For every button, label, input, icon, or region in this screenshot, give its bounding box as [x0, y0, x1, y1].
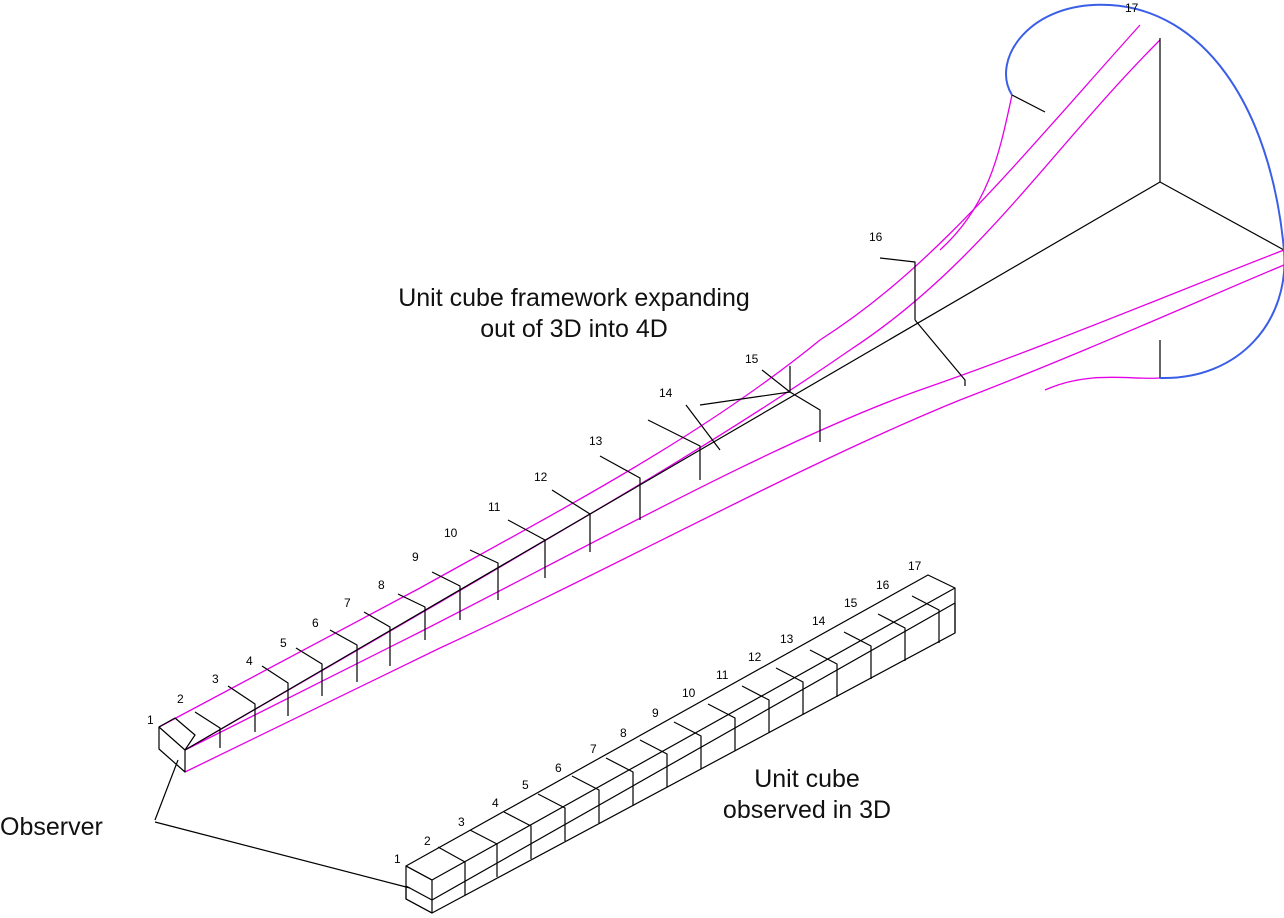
observed-label-3: 3 [458, 815, 465, 829]
first-cube-top [158, 717, 196, 751]
expanding-framework [158, 38, 1284, 773]
observer-line-lower [154, 821, 411, 889]
observed-label-5: 5 [522, 778, 529, 792]
observed-cube-row [405, 574, 956, 914]
expanding-label-6: 6 [312, 616, 319, 630]
observed-label-2: 2 [424, 834, 431, 848]
observed-label-8: 8 [620, 726, 627, 740]
curve-bottom-flare [1044, 376, 1161, 391]
curve-bottom-upper [184, 249, 1284, 751]
observed-caption-line2: observed in 3D [722, 796, 892, 824]
row-front-face [405, 865, 433, 914]
observed-labels: 1 2 3 4 5 6 7 8 9 10 11 12 13 14 15 16 1… [394, 559, 922, 866]
boundary-arc [1005, 3, 1284, 380]
expanding-label-15: 15 [745, 352, 759, 366]
cube-dividers [194, 257, 966, 748]
expanding-framework-caption: Unit cube framework expanding out of 3D … [340, 283, 808, 345]
flare-spoke-inner [1011, 94, 1046, 113]
expanding-label-1: 1 [147, 713, 154, 727]
observed-label-16: 16 [876, 578, 890, 592]
expanding-curves [158, 24, 1284, 773]
observed-cube-caption: Unit cube observed in 3D [672, 764, 942, 826]
expanding-labels: 1 2 3 4 5 6 7 8 9 10 11 12 13 14 15 16 1… [147, 1, 1139, 727]
observed-label-1: 1 [394, 852, 401, 866]
observed-label-4: 4 [492, 796, 499, 810]
expanding-label-17: 17 [1125, 1, 1139, 15]
observed-label-10: 10 [682, 686, 696, 700]
row-dividers [437, 595, 940, 895]
first-cube-face [158, 726, 186, 773]
observed-label-7: 7 [590, 742, 597, 756]
flare-spoke-right [1159, 181, 1284, 251]
observer-line-upper [154, 759, 179, 821]
expanding-label-14: 14 [659, 386, 673, 400]
expanding-label-8: 8 [378, 578, 385, 592]
row-top [405, 574, 956, 881]
curve-bottom-lower [184, 264, 1284, 773]
curve-top-flare [939, 94, 1013, 251]
observed-label-17: 17 [908, 559, 922, 573]
observer-label: Observer [0, 812, 150, 843]
observed-caption-line1: Unit cube [754, 765, 860, 793]
observed-label-11: 11 [716, 668, 729, 682]
observed-label-9: 9 [652, 706, 659, 720]
expanding-label-12: 12 [534, 470, 548, 484]
observer-label-text: Observer [0, 813, 103, 841]
expanding-label-5: 5 [280, 636, 287, 650]
framework-axis [184, 181, 1161, 751]
expanding-label-10: 10 [444, 526, 458, 540]
observed-label-12: 12 [748, 650, 762, 664]
expanding-label-3: 3 [212, 672, 219, 686]
expanding-label-4: 4 [246, 654, 253, 668]
expanding-label-7: 7 [344, 596, 351, 610]
observer-pointers [154, 759, 411, 889]
row-outline [405, 602, 956, 914]
expanding-label-2: 2 [177, 692, 184, 706]
curve-top-upper [158, 24, 1141, 728]
curve-top-lower [184, 39, 1161, 751]
observed-label-15: 15 [844, 596, 858, 610]
observed-label-14: 14 [812, 614, 826, 628]
expanding-label-16: 16 [869, 230, 883, 244]
expanding-label-13: 13 [589, 434, 603, 448]
expanding-label-9: 9 [412, 550, 419, 564]
observed-label-13: 13 [780, 632, 794, 646]
observed-label-6: 6 [555, 761, 562, 775]
expanding-caption-line2: out of 3D into 4D [480, 315, 668, 343]
expanding-label-11: 11 [488, 500, 501, 514]
expanding-caption-line1: Unit cube framework expanding [398, 284, 750, 312]
